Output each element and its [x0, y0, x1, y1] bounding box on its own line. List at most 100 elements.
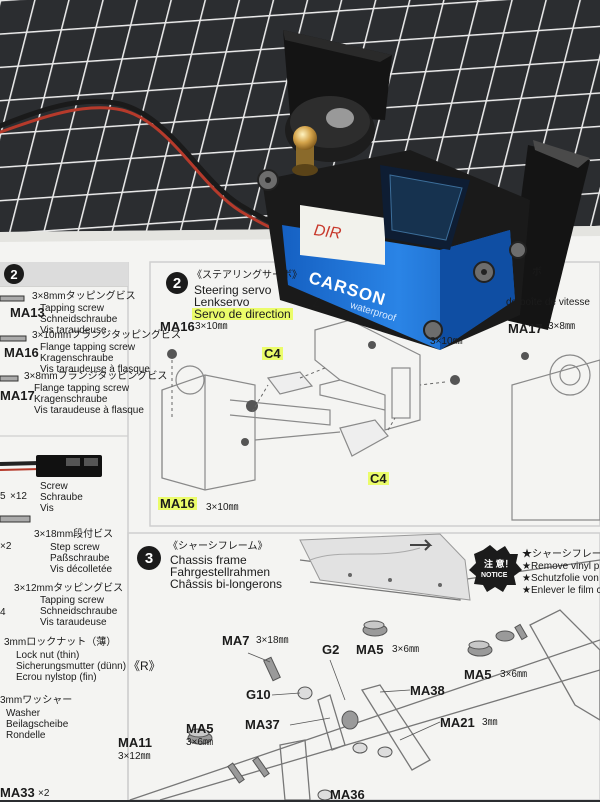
notice-jp: 注 意！ — [484, 559, 514, 569]
step3-number: 3 — [137, 546, 161, 570]
step-screw-fr: Vis décolletée — [50, 564, 113, 575]
part-ma7-size: 3×18㎜ — [256, 635, 289, 646]
tap-screw-jp: 3×12mmタッピングビス — [14, 583, 124, 594]
step2-jp: 《ステアリングサーボ》 — [192, 270, 302, 281]
notice-line-3: ★Schutzfolie von — [522, 573, 599, 584]
step2-de: Lenkservo — [194, 295, 250, 309]
step3-drawing — [129, 559, 600, 800]
step2-fr: Servo de direction — [192, 307, 293, 321]
step3-de: Fahrgestellrahmen — [170, 565, 271, 579]
item-en: Flange tapping screw — [34, 383, 130, 394]
part-ma5-c-size: 3×6㎜ — [186, 737, 213, 748]
tap-screw-frag: 4 — [0, 607, 6, 618]
step2-fragment-size: 3×10㎜ — [430, 336, 463, 347]
notice-en: NOTICE — [481, 572, 508, 579]
item-de: Kragenschraube — [40, 353, 114, 364]
lock-nut-en: Lock nut (thin) — [16, 650, 80, 661]
chassis-sketch — [299, 533, 471, 601]
step2-drawing — [161, 319, 421, 491]
step2-ma16-bottom-size: 3×10㎜ — [206, 502, 239, 513]
item-part: MA13 — [10, 305, 45, 320]
servo-sticker-text: DIR — [312, 222, 343, 243]
gearbox-drawing — [511, 354, 600, 521]
step-screw-qty: ×2 — [0, 541, 12, 552]
bottom-part: MA33 — [0, 785, 35, 800]
part-ma5-c: MA5 — [186, 721, 214, 736]
part-ma7: MA7 — [222, 633, 250, 648]
step3-jp: 《シャーシフレーム》 — [168, 541, 268, 552]
step3-panel — [127, 532, 600, 800]
item-fr: Vis taraudeuse — [40, 325, 107, 336]
step-screw-en: Step screw — [50, 542, 100, 553]
tap-screw-de: Schneidschraube — [40, 606, 118, 617]
right-ma17: MA17 — [508, 321, 543, 336]
notice-line-2: ★Remove vinyl pro — [522, 561, 600, 572]
item-jp: 3×10mmフランジタッピングビス — [32, 330, 181, 341]
lock-nut-jp: 3mmロックナット（薄） — [4, 637, 117, 648]
part-ma11: MA11 — [118, 735, 152, 750]
tap-screw-en: Tapping screw — [40, 595, 104, 606]
step2-ma16-top: MA16 — [160, 319, 195, 334]
step3-parts — [187, 620, 528, 800]
bottom-qty: ×2 — [38, 788, 50, 799]
left-step-number: 2 — [4, 264, 24, 284]
part-g2: G2 — [322, 642, 340, 657]
step3-fr: Châssis bi-longerons — [170, 577, 283, 591]
servo-motor — [257, 30, 590, 350]
screw-de: Schraube — [40, 492, 83, 503]
step3-en: Chassis frame — [170, 553, 247, 567]
item-part: MA17 — [0, 388, 35, 403]
item-en: Flange tapping screw — [40, 342, 136, 353]
washer-en: Washer — [6, 708, 41, 719]
part-ma5-b-size: 3×6㎜ — [500, 669, 527, 680]
item-jp: 3×8mmタッピングビス — [32, 291, 136, 302]
notice-badge — [469, 545, 522, 592]
screw-qty: ×12 — [10, 491, 27, 502]
screw-left-frag: 5 — [0, 491, 6, 502]
right-jp-frag: ボ — [532, 267, 542, 278]
item-part: MA16 — [4, 345, 39, 360]
item-de: Kragenschraube — [34, 394, 108, 405]
item-jp: 3×8mmフランジタッピングビス — [24, 371, 168, 382]
screw-fr: Vis — [40, 503, 54, 514]
lock-nut-fr: Ecrou nylstop (fin) — [16, 672, 97, 683]
right-fr-frag: de boîte de vitesse — [506, 297, 590, 308]
part-ma21: MA21 — [440, 715, 475, 730]
item-de: Schneidschraube — [40, 314, 118, 325]
step2-screws — [167, 341, 460, 446]
right-ma17-size: 3×8㎜ — [548, 321, 575, 332]
part-ma11-size: 3×12㎜ — [118, 751, 151, 762]
item-en: Tapping screw — [40, 303, 104, 314]
part-ma5-a: MA5 — [356, 642, 384, 657]
washer-jp: 3mmワッシャー — [0, 695, 73, 706]
step2-c4-bottom: C4 — [368, 471, 389, 486]
part-ma38: MA38 — [410, 683, 445, 698]
part-ma21-size: 3㎜ — [482, 717, 498, 728]
part-g10: G10 — [246, 687, 271, 702]
washer-fr: Rondelle — [6, 730, 46, 741]
part-ma5-b: MA5 — [464, 667, 492, 682]
screw-en: Screw — [40, 481, 68, 492]
step2-c4-top: C4 — [262, 346, 283, 361]
part-ma36: MA36 — [330, 787, 365, 802]
step2-ma16-top-size: 3×10㎜ — [195, 321, 228, 332]
item-fr: Vis taraudeuse à flasque — [40, 364, 150, 375]
servo-cable — [0, 98, 301, 233]
item-fr: Vis taraudeuse à flasque — [34, 405, 144, 416]
lock-nut-de: Sicherungsmutter (dünn) — [16, 661, 127, 672]
step3-side-label: 《R》 — [128, 659, 161, 673]
step2-number: 2 — [166, 272, 188, 294]
step2-en: Steering servo — [194, 283, 272, 297]
screw-icons-left — [0, 295, 31, 523]
step2-ma16-bottom: MA16 — [158, 496, 197, 511]
tap-screw-fr: Vis taraudeuse — [40, 617, 107, 628]
notice-line-1: ★シャーシフレーム — [522, 549, 600, 560]
notice-line-4: ★Enlever le film c — [522, 585, 600, 596]
part-ma37: MA37 — [245, 717, 280, 732]
step2-fragment-z: Z — [312, 295, 320, 310]
washer-de: Beilagscheibe — [6, 719, 69, 730]
step-screw-jp: 3×18mm段付ビス — [34, 529, 114, 540]
step-screw-de: Paßschraube — [50, 553, 110, 564]
part-ma5-a-size: 3×6㎜ — [392, 644, 419, 655]
